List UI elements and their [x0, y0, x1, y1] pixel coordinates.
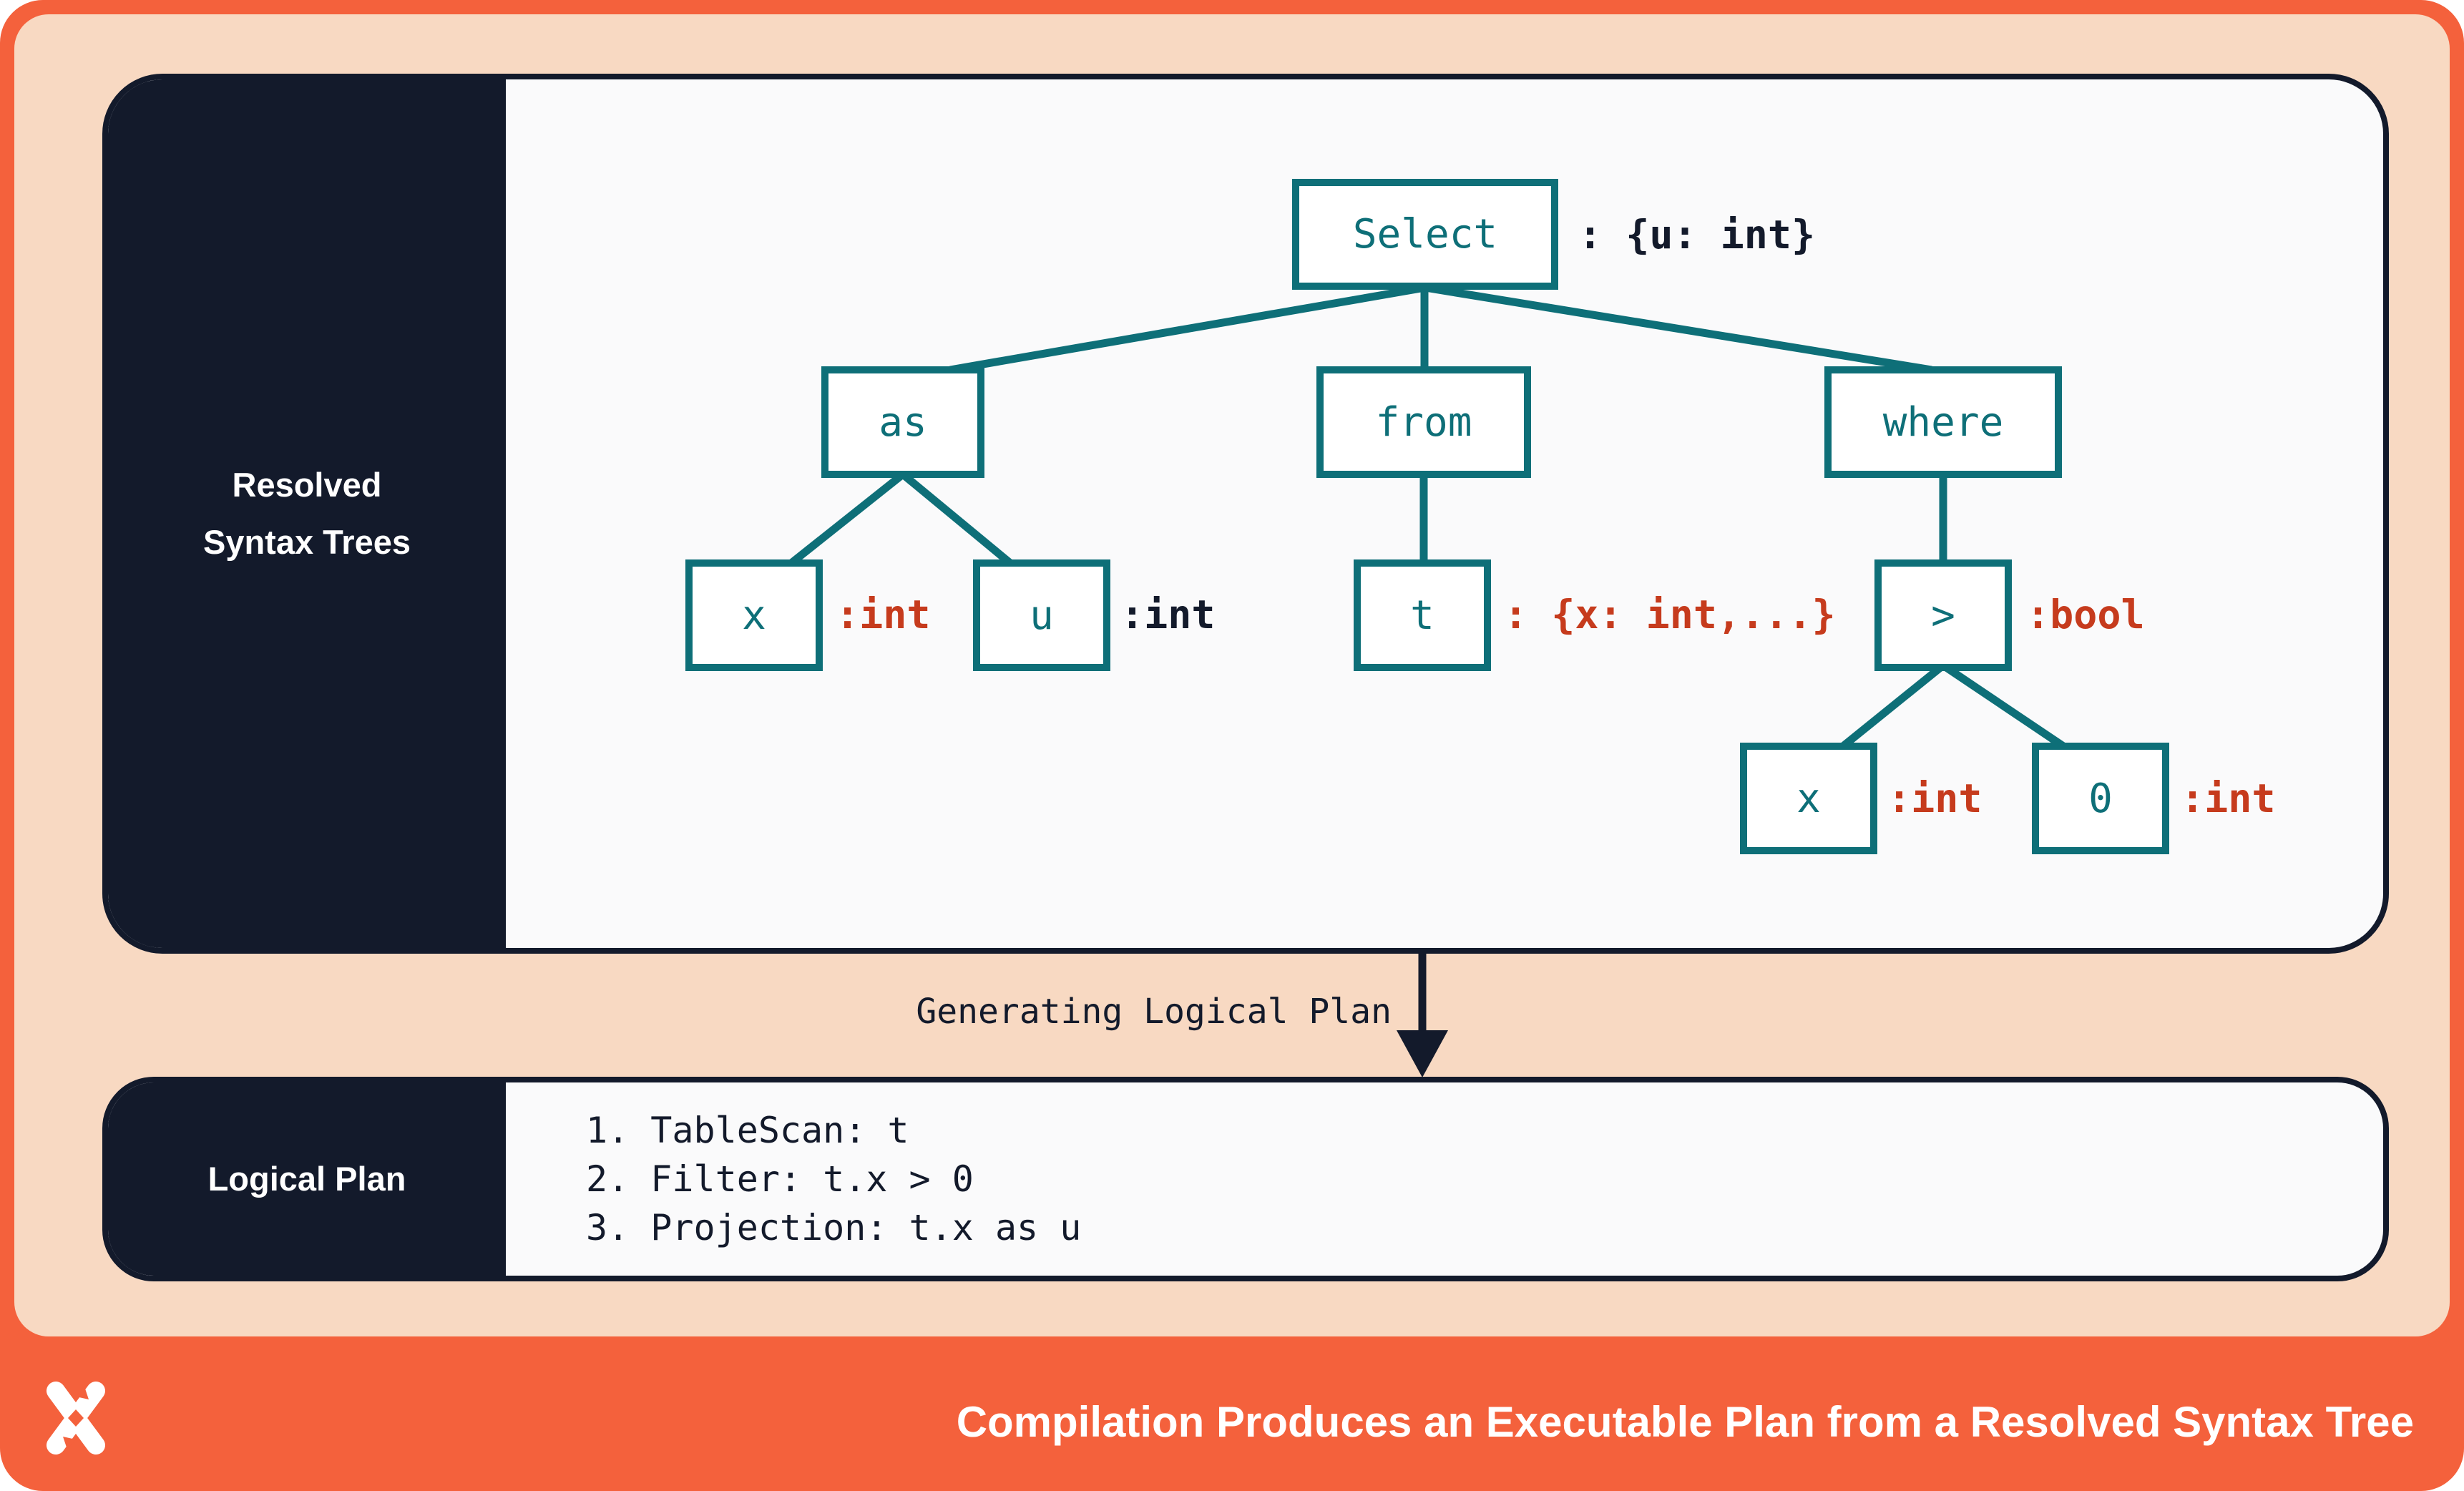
- type-annotation-gt: :bool: [2026, 592, 2145, 637]
- node-label: where: [1882, 399, 2004, 446]
- logo-notch-top: [76, 1387, 89, 1399]
- logical-plan-title: Logical Plan: [207, 1160, 406, 1198]
- node-label: Select: [1352, 211, 1498, 258]
- logical-plan-sidebar: Logical Plan: [108, 1082, 506, 1276]
- logical-plan-steps: 1. TableScan: t 2. Filter: t.x > 0 3. Pr…: [506, 1082, 1081, 1276]
- plan-step: 1. TableScan: t: [586, 1110, 909, 1151]
- x-logo-icon: [47, 1382, 105, 1455]
- tree-node-from: from: [1316, 366, 1531, 478]
- type-annotation-select: : {u: int}: [1578, 212, 1816, 258]
- sidebar-title-line1: Resolved: [232, 466, 382, 504]
- type-annotation-u: :int: [1120, 592, 1216, 637]
- logo-diamond-hole: [68, 1409, 84, 1427]
- tree-node-zero: 0: [2032, 743, 2169, 854]
- type-annotation-zero: :int: [2181, 776, 2276, 821]
- resolved-syntax-trees-sidebar: Resolved Syntax Trees: [108, 79, 506, 948]
- tree-node-select: Select: [1292, 179, 1558, 290]
- tree-node-where: where: [1824, 366, 2062, 478]
- logo-notch-bottom: [63, 1437, 76, 1450]
- node-label: t: [1410, 592, 1434, 639]
- transition-label: Generating Logical Plan: [916, 992, 1392, 1032]
- node-label: x: [1796, 775, 1821, 822]
- tree-node-t: t: [1354, 559, 1491, 671]
- footer-title: Compilation Produces an Executable Plan …: [956, 1398, 2414, 1446]
- node-label: >: [1931, 592, 1955, 639]
- node-label: as: [879, 399, 927, 446]
- node-label: from: [1375, 399, 1472, 446]
- tree-node-as: as: [821, 366, 984, 478]
- tree-node-x-cmp: x: [1740, 743, 1877, 854]
- type-annotation-x-as: :int: [836, 592, 931, 637]
- type-annotation-x-cmp: :int: [1887, 776, 1983, 821]
- resolved-syntax-trees-card: Resolved Syntax Trees: [102, 74, 2389, 954]
- node-label: u: [1030, 592, 1054, 639]
- plan-step: 2. Filter: t.x > 0: [586, 1158, 974, 1200]
- node-label: 0: [2088, 775, 2113, 822]
- logical-plan-card: Logical Plan 1. TableScan: t 2. Filter: …: [102, 1077, 2389, 1281]
- tree-node-u: u: [973, 559, 1110, 671]
- tree-node-x-as: x: [685, 559, 823, 671]
- plan-step: 3. Projection: t.x as u: [586, 1207, 1082, 1248]
- node-label: x: [742, 592, 766, 639]
- sidebar-title-line2: Syntax Trees: [202, 523, 411, 561]
- type-annotation-t: : {x: int,...}: [1504, 592, 1836, 637]
- tree-node-gt: >: [1874, 559, 2012, 671]
